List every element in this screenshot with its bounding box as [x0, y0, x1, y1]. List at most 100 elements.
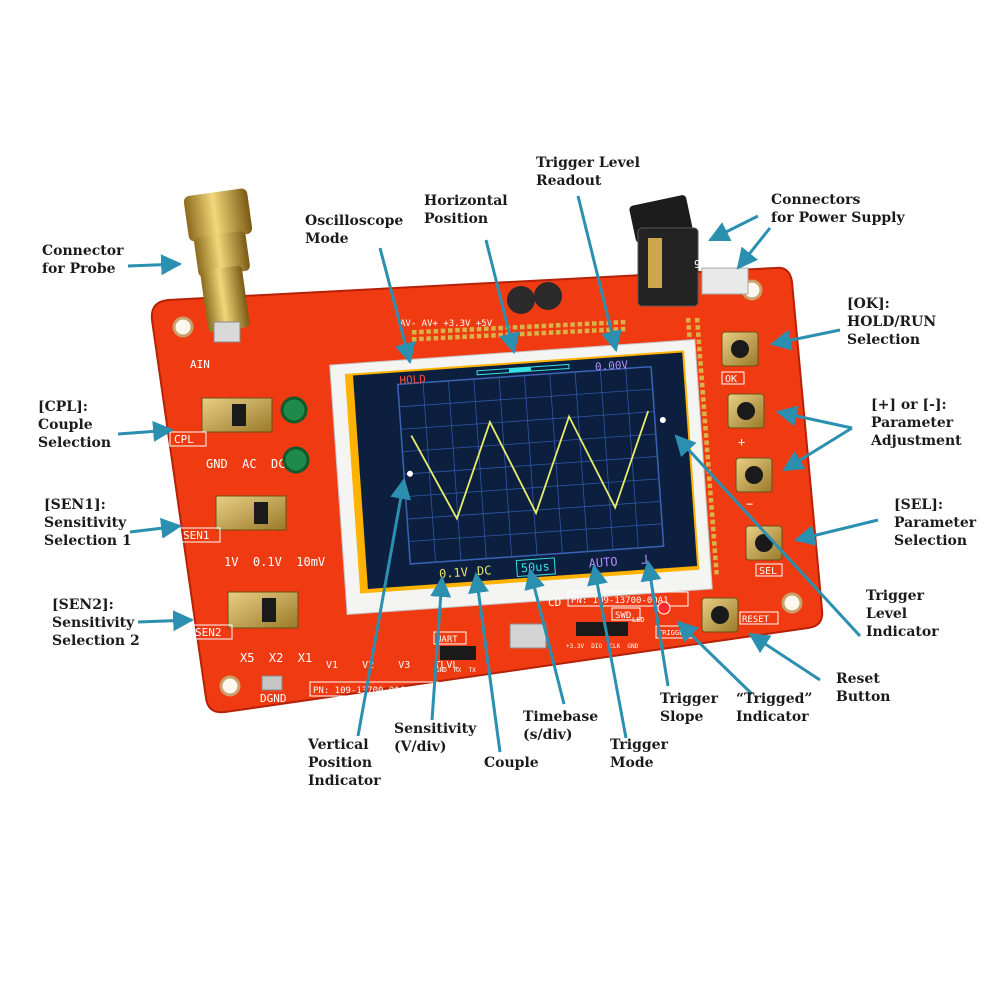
header-pin — [563, 322, 568, 328]
header-pin — [484, 333, 489, 338]
power-jack[interactable] — [629, 194, 699, 307]
arrow-trigged — [676, 620, 754, 696]
header-pin — [584, 328, 590, 334]
horizontal-position-window — [508, 367, 532, 373]
sen1-switch[interactable] — [215, 495, 287, 531]
header-pin — [520, 331, 525, 337]
header-pin — [419, 336, 424, 342]
header-pin — [469, 334, 475, 339]
header-pin — [412, 330, 417, 335]
header-pin — [448, 335, 453, 340]
arrow-osc-mode — [378, 247, 416, 365]
callout-reset-button: Reset Button — [836, 671, 891, 705]
header-pin — [620, 326, 626, 332]
arrow-power-2 — [736, 227, 772, 270]
header-pin — [563, 329, 568, 335]
power-terminal[interactable] — [701, 267, 749, 295]
mini-usb-port[interactable] — [509, 623, 547, 649]
header-pin — [710, 526, 716, 532]
led-label: LED — [632, 616, 645, 624]
dgnd-label: DGND — [260, 692, 287, 705]
header-pin — [484, 326, 489, 331]
header-pin — [592, 328, 597, 333]
pn-right-label: PN: 109-13700-00A1 — [571, 596, 669, 606]
cpl-switch[interactable] — [201, 397, 273, 433]
sen2-silk-label: SEN2 — [195, 626, 222, 639]
arrow-trigger-level — [674, 434, 862, 638]
header-pin — [476, 333, 482, 339]
header-pin — [469, 327, 475, 332]
header-pin — [491, 326, 496, 331]
uart-pins: GND RX TX — [436, 667, 476, 674]
sen1-options: 1V 0.1V 10mV — [224, 555, 325, 569]
header-pin — [498, 325, 503, 331]
callout-trigged-indicator: “Trigged” Indicator — [736, 691, 813, 725]
arrow-power-1 — [708, 214, 759, 242]
header-pin — [548, 323, 554, 328]
ain-silk-label: AIN — [190, 358, 210, 371]
header-pin — [686, 318, 691, 323]
arrow-trigger-readout — [576, 195, 622, 353]
header-pin — [476, 326, 482, 332]
pn-left-label: PN: 109-13700-00C — [313, 686, 405, 696]
minus-button[interactable] — [735, 457, 773, 493]
callout-power-supply: Connectors for Power Supply — [771, 192, 905, 226]
grid-line — [402, 433, 656, 453]
header-pin — [696, 339, 702, 345]
header-pin — [613, 320, 619, 325]
reset-button[interactable] — [701, 597, 739, 633]
header-pin — [577, 321, 583, 327]
screen-mode: HOLD — [399, 372, 426, 387]
header-pin — [462, 334, 467, 340]
arrow-sel — [793, 518, 879, 546]
header-pin — [698, 361, 703, 366]
callout-arrows — [117, 195, 879, 753]
header-pin — [704, 440, 709, 445]
arrow-plus — [775, 405, 853, 430]
callout-sel-button: [SEL]: Parameter Selection — [894, 497, 977, 549]
sen2-options: X5 X2 X1 — [240, 651, 312, 665]
v-labels: V1 V2 V3 TLVL — [326, 660, 458, 671]
uart-header[interactable] — [440, 646, 476, 660]
header-pin — [534, 331, 539, 336]
callout-ok-button: [OK]: HOLD/RUN Selection — [847, 296, 937, 348]
callout-trigger-level-readout: Trigger Level Readout — [536, 155, 640, 189]
header-pin — [695, 325, 701, 330]
header-pin — [426, 336, 431, 341]
header-pin — [620, 319, 626, 325]
trimmer-pot[interactable] — [282, 446, 310, 474]
header-pin — [570, 329, 575, 334]
capacitor — [507, 286, 535, 314]
callout-trigger-slope: Trigger Slope — [660, 691, 718, 725]
ok-button[interactable] — [721, 331, 759, 367]
uart-label: UART — [436, 635, 458, 645]
arrow-sen1 — [129, 517, 183, 539]
arrow-trigger-mode — [587, 563, 628, 739]
ok-silk-label: OK — [725, 374, 737, 385]
trimmer-pot[interactable] — [280, 396, 308, 424]
screen-timebase: 50us — [520, 559, 550, 575]
header-pin — [699, 382, 705, 388]
sel-button[interactable] — [745, 525, 783, 561]
plus-button[interactable] — [727, 393, 765, 429]
swd-header[interactable] — [576, 622, 628, 636]
header-pin — [703, 433, 709, 438]
header-pin — [433, 328, 439, 334]
bnc-probe-connector[interactable] — [183, 188, 253, 343]
header-pin — [710, 519, 715, 525]
header-pin — [527, 324, 532, 329]
header-pin — [556, 323, 561, 328]
trigged-led — [657, 601, 671, 615]
sen2-switch[interactable] — [227, 591, 299, 629]
header-pin — [708, 490, 713, 496]
header-pin — [512, 332, 518, 337]
sen2-silk-box — [191, 624, 233, 640]
screen-couple: DC — [476, 563, 491, 578]
screen-trigger-level: 0.00V — [595, 358, 629, 373]
pn-right-box — [567, 591, 689, 607]
header-pin — [613, 327, 619, 332]
grid-line — [399, 388, 653, 408]
callout-plus-minus: [+] or [-]: Parameter Adjustment — [871, 397, 962, 449]
sel-silk-box — [755, 563, 783, 577]
